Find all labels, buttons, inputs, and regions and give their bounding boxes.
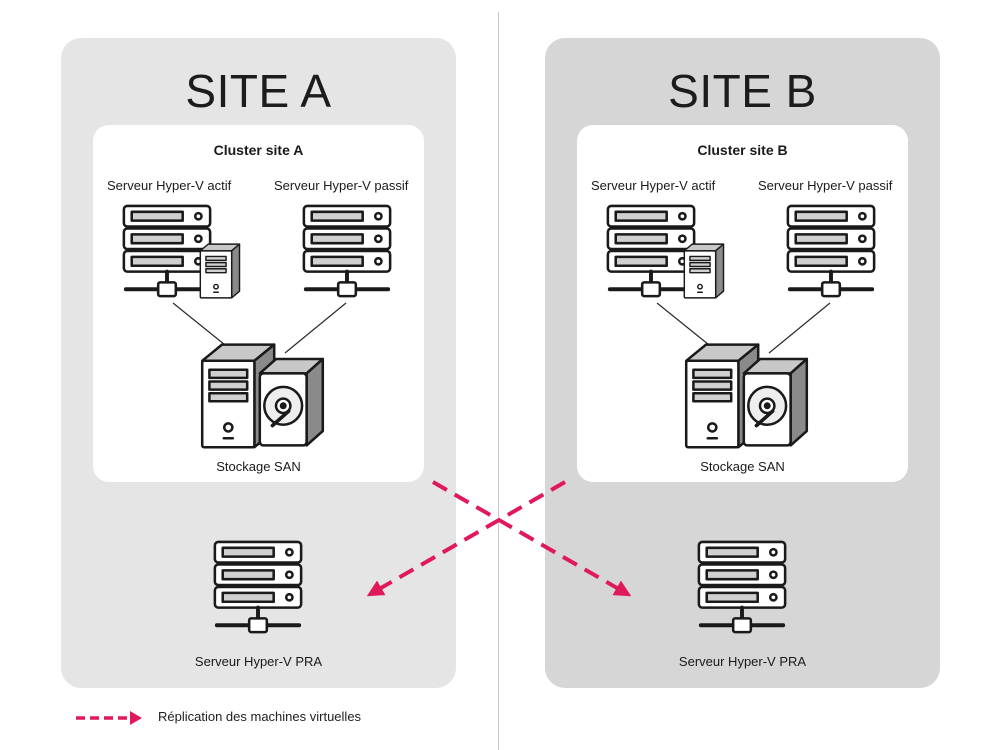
site-b-passive-server-label: Serveur Hyper-V passif	[758, 178, 893, 193]
site-b-title: SITE B	[668, 65, 817, 117]
cluster-site-a-title: Cluster site A	[213, 142, 304, 158]
site-a-passive-to-san-link	[284, 302, 347, 354]
site-a-panel: SITE A Cluster site A Serveur Hyper-V ac…	[61, 38, 456, 688]
site-a-pra-server-label: Serveur Hyper-V PRA	[194, 654, 323, 669]
site-a-storage-label: Stockage SAN	[216, 459, 301, 474]
cluster-site-b: Cluster site B Serveur Hyper-V actif Ser…	[577, 125, 908, 482]
cluster-site-a: Cluster site A Serveur Hyper-V actif Ser…	[93, 125, 424, 482]
cluster-site-b-title: Cluster site B	[697, 142, 788, 158]
site-b-panel: SITE B Cluster site B Serveur Hyper-V ac…	[545, 38, 940, 688]
replication-arrow-to-site-b	[432, 480, 632, 597]
site-a-active-server-label: Serveur Hyper-V actif	[107, 178, 232, 193]
legend-replication-label: Réplication des machines virtuelles	[158, 709, 362, 724]
site-b-storage-label: Stockage SAN	[700, 459, 785, 474]
legend: Réplication des machines virtuelles	[74, 707, 361, 729]
site-a-passive-server-label: Serveur Hyper-V passif	[274, 178, 409, 193]
center-divider	[498, 12, 499, 750]
site-b-passive-to-san-link	[768, 302, 831, 354]
site-b-active-server-label: Serveur Hyper-V actif	[591, 178, 716, 193]
site-b-pra-server-label: Serveur Hyper-V PRA	[678, 654, 807, 669]
site-a-title: SITE A	[185, 65, 332, 117]
replication-arrow-to-site-a	[366, 480, 566, 597]
legend-replication-arrow-icon	[76, 711, 142, 725]
